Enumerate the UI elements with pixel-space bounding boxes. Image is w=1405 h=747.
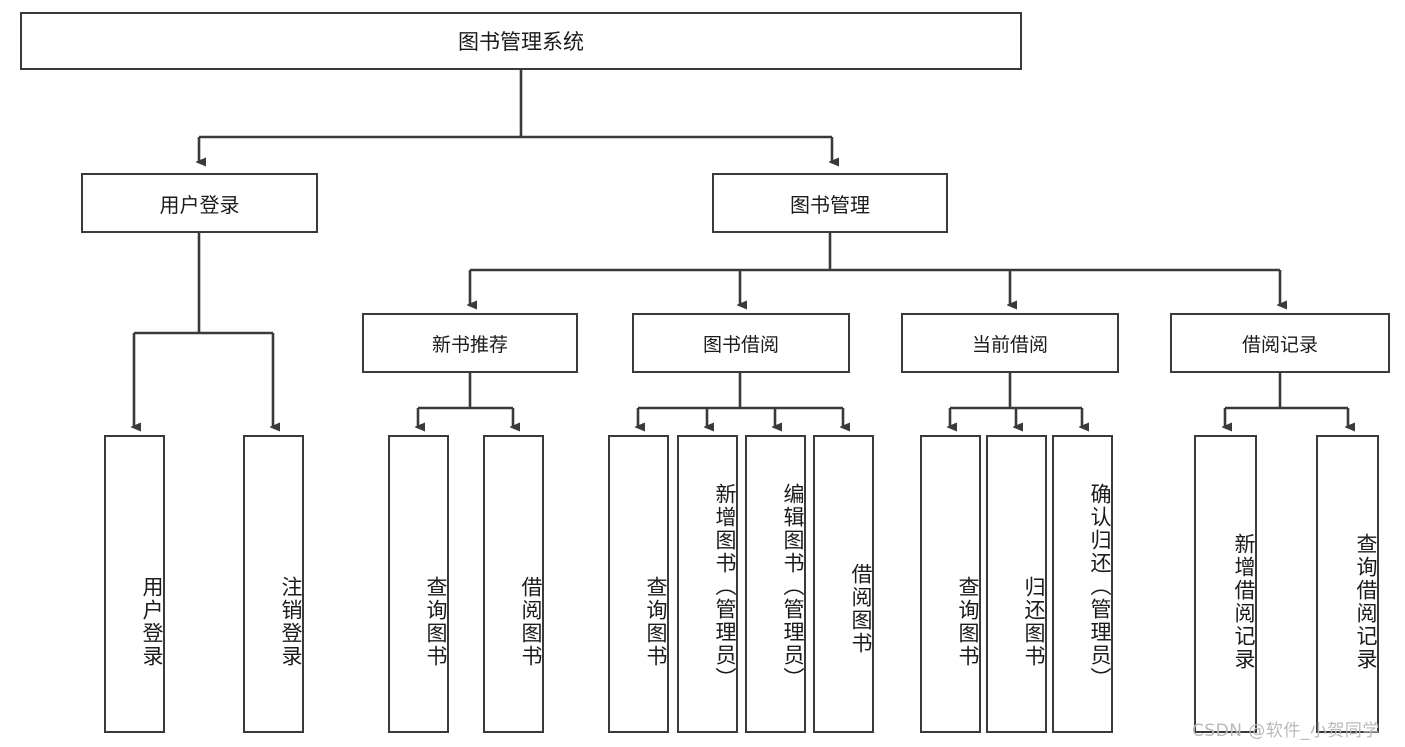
leaf-user-login[interactable]: 用户登录 [104,435,165,733]
csdn-watermark: CSDN @软件_小贺同学 [1192,721,1380,741]
node-label: 借阅图书 [849,563,873,655]
node-label: 图书管理系统 [458,30,584,54]
node-label: 借阅图书 [519,575,543,668]
node-label: 图书管理 [790,192,870,217]
node-label: 新书推荐 [431,333,508,356]
leaf-borrow-book[interactable]: 借阅图书 [813,435,874,733]
node-label: 查询图书 [424,575,448,668]
leaf-borrow-book-recommend[interactable]: 借阅图书 [483,435,544,733]
node-label: 编辑图书（管理员） [781,482,805,690]
node-label: 归还图书 [1022,575,1046,668]
node-label: 借阅记录 [1241,333,1318,356]
leaf-query-book-current[interactable]: 查询图书 [920,435,981,733]
leaf-query-book-recommend[interactable]: 查询图书 [388,435,449,733]
leaf-query-borrow-record[interactable]: 查询借阅记录 [1316,435,1379,733]
leaf-add-book-admin[interactable]: 新增图书（管理员） [677,435,738,733]
node-label: 当前借阅 [971,333,1048,356]
node-label: 注销登录 [279,575,303,668]
node-label: 图书借阅 [702,333,779,356]
node-borrow-record[interactable]: 借阅记录 [1170,313,1390,373]
node-label: 新增借阅记录 [1232,533,1256,671]
node-label: 查询图书 [956,575,980,668]
node-user-login[interactable]: 用户登录 [81,173,318,233]
node-current-borrow[interactable]: 当前借阅 [901,313,1119,373]
leaf-query-book-borrow[interactable]: 查询图书 [608,435,669,733]
leaf-logout[interactable]: 注销登录 [243,435,304,733]
leaf-return-book[interactable]: 归还图书 [986,435,1047,733]
node-label: 用户登录 [159,192,240,217]
node-label: 确认归还（管理员） [1088,482,1112,690]
node-book-management[interactable]: 图书管理 [712,173,948,233]
node-label: 用户登录 [140,575,164,668]
node-new-book-recommend[interactable]: 新书推荐 [362,313,578,373]
node-label: 查询图书 [644,575,668,668]
node-label: 新增图书（管理员） [713,482,737,690]
node-label: 查询借阅记录 [1354,533,1378,671]
node-book-borrow[interactable]: 图书借阅 [632,313,850,373]
leaf-add-borrow-record[interactable]: 新增借阅记录 [1194,435,1257,733]
leaf-confirm-return-admin[interactable]: 确认归还（管理员） [1052,435,1113,733]
node-root-system[interactable]: 图书管理系统 [20,12,1022,70]
leaf-edit-book-admin[interactable]: 编辑图书（管理员） [745,435,806,733]
